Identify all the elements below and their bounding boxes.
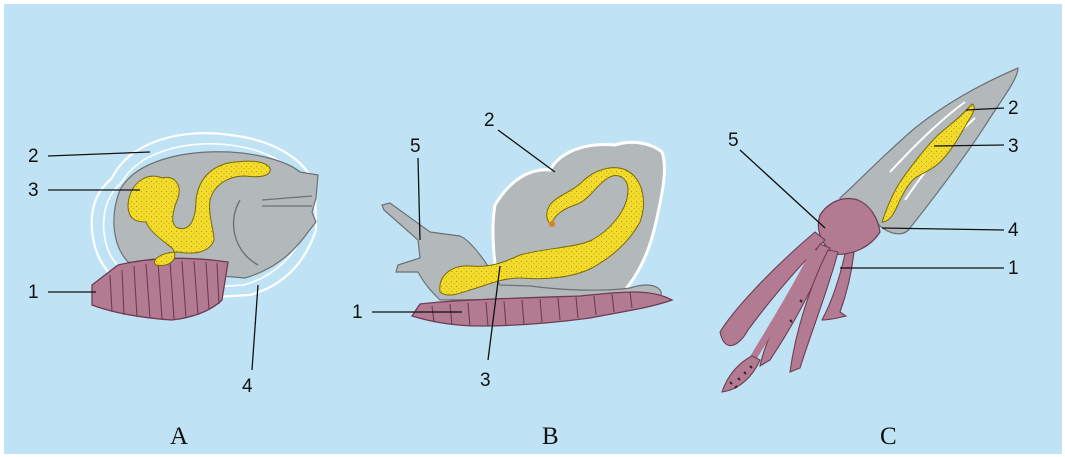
label-c-2: 2 — [1008, 98, 1019, 119]
tentacle-club-c — [722, 356, 760, 392]
leader-a-4 — [252, 285, 258, 370]
label-c-1: 1 — [1008, 258, 1019, 279]
label-b-3: 3 — [480, 370, 491, 391]
organism-a — [92, 133, 318, 320]
label-b-5: 5 — [410, 136, 421, 157]
label-c-3: 3 — [1008, 136, 1019, 157]
leader-a-2 — [48, 152, 150, 156]
label-a-4: 4 — [242, 376, 253, 397]
label-a-3: 3 — [28, 180, 39, 201]
caption-b: B — [542, 423, 559, 450]
organism-b — [382, 142, 672, 326]
caption-c: C — [880, 423, 897, 450]
label-a-1: 1 — [28, 282, 39, 303]
label-c-4: 4 — [1008, 220, 1019, 241]
leader-c-5 — [740, 150, 825, 228]
caption-a: A — [170, 423, 188, 450]
gland-b-tip — [549, 221, 555, 227]
label-c-5: 5 — [728, 130, 739, 151]
leader-b-2 — [498, 130, 555, 172]
label-a-2: 2 — [28, 146, 39, 167]
label-b-1: 1 — [352, 302, 363, 323]
label-b-2: 2 — [484, 110, 495, 131]
